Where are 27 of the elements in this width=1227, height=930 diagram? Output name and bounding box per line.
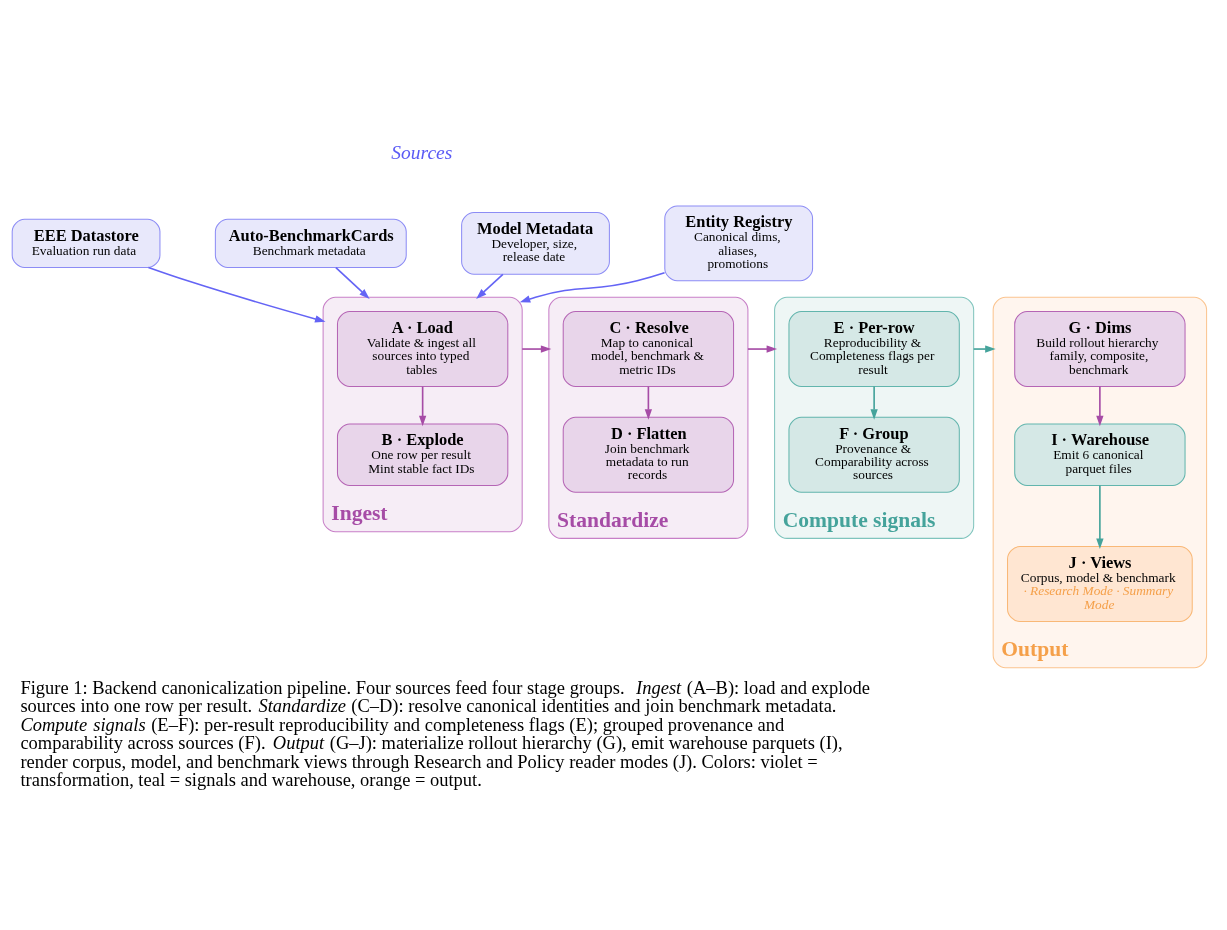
arrow [870,385,878,420]
arrow [1096,385,1104,427]
arrow [521,345,552,353]
node-box: B · Explode One row per result Mint stable fact IDs [336,423,509,487]
arrow [747,345,778,353]
arrow [418,385,427,427]
node-box: C · Resolve Map to canonical model, benchmark & metric IDs [562,311,735,387]
node-box: EEE Datastore Evaluation run data [11,218,161,268]
node-box: Entity Registry Canonical dims, aliases, promotions [664,205,814,282]
node-box: Auto-BenchmarkCards Benchmark metadata [214,218,407,268]
node-box: E · Per-row Reproducibility & Completeness flags per result [788,311,960,387]
caption: Figure 1: Backend canonicalization pipeline. Four sources feed four stage groups. Ingest (A–B): load and explode sources into one row per result. Standardize (C–D): resolve canonical identities and join benchmark metadata. Compute signals (E–F): per-result reproducibility and completeness flags (E); grouped provenance and comparability across sources (F). Output (G–J): materialize rollout hierarchy (G), emit warehouse parquets (I), render corpus, model, and benchmark views through Research and Policy reader modes (J). Colors: violet = transformation, teal = signals and warehouse, orange = output. [20,677,870,791]
node-box: D · Flatten Join benchmark metadata to run records [562,416,735,493]
arrow [1096,484,1104,550]
node-box: I · Warehouse Emit 6 canonical parquet files [1014,423,1186,487]
node-box: A · Load Validate & ingest all sources into typed tables [336,311,509,387]
arrow [644,385,653,420]
label: Sources [391,141,453,163]
arrow [476,273,504,299]
arrow [972,345,996,353]
arrow [519,271,666,303]
node-box: J · Views Corpus, model & benchmark · Research Mode · Summary Mode [1007,546,1193,622]
node-box: F · Group Provenance & Comparability across sources [788,416,960,493]
node-box: Model Metadata Developer, size, release date [461,212,610,275]
arrow [335,266,370,299]
arrow [147,266,326,323]
node-box: G · Dims Build rollout hierarchy family, composite, benchmark [1014,311,1186,387]
